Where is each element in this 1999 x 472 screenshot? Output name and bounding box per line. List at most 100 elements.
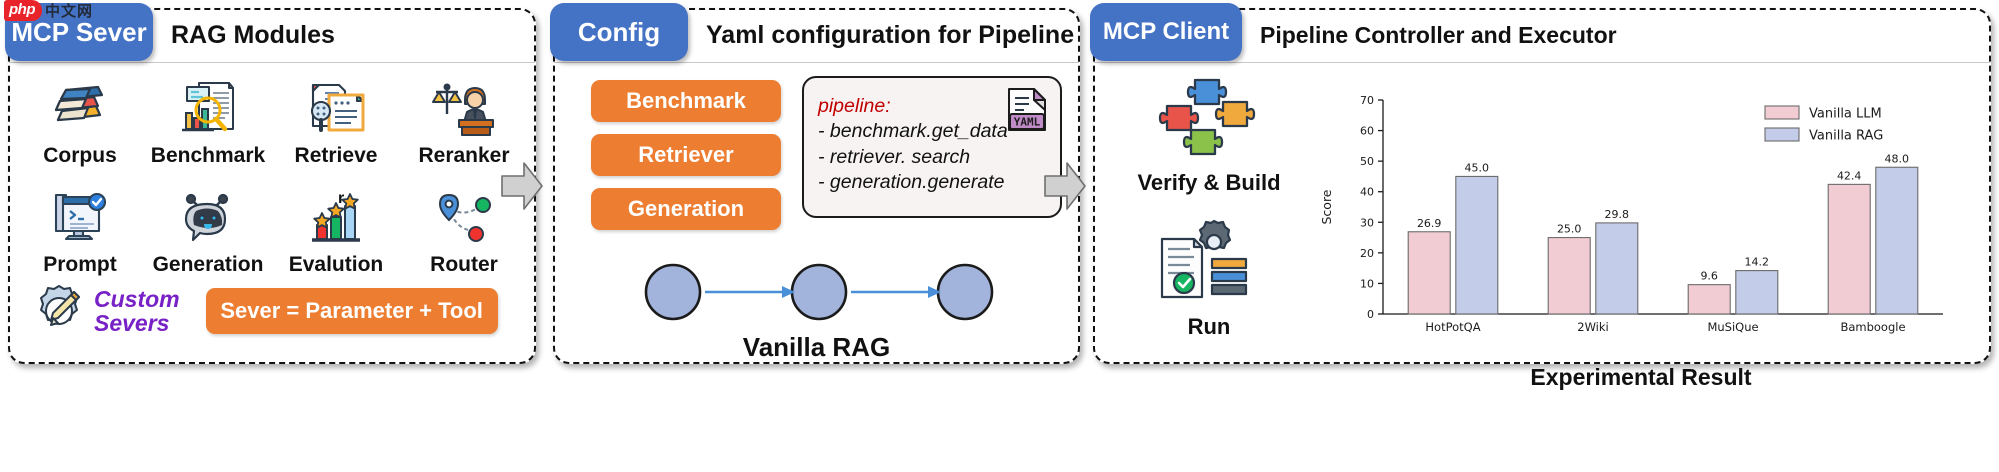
bar-MuSiQue-Vanilla RAG	[1735, 270, 1779, 315]
bar-2Wiki-Vanilla RAG	[1595, 222, 1639, 315]
client-step-label: Verify & Build	[1137, 170, 1281, 195]
bar-Bamboogle-Vanilla LLM	[1827, 183, 1871, 315]
judge-scales-icon	[431, 76, 497, 142]
terminal-check-icon	[50, 185, 110, 251]
tab-mcp-server[interactable]: MCP Sever	[5, 3, 153, 61]
yaml-config-card: YAML pipeline: - benchmark.get_data - re…	[802, 76, 1062, 218]
tab-config[interactable]: Config	[550, 3, 688, 61]
module-router[interactable]: Router	[400, 179, 528, 288]
svg-text:YAML: YAML	[1014, 116, 1041, 129]
sever-formula-pill: Sever = Parameter + Tool	[205, 288, 498, 334]
module-label: Corpus	[43, 144, 117, 167]
svg-text:MuSiQue: MuSiQue	[1707, 320, 1758, 334]
svg-text:30: 30	[1360, 216, 1374, 229]
yaml-file-icon: YAML	[1004, 86, 1050, 136]
flow-arrow-config-to-client	[1043, 160, 1087, 212]
panel-config-body: Benchmark Retriever Generation YAML	[555, 64, 1078, 362]
stage-pill-generation[interactable]: Generation	[591, 188, 781, 230]
module-generation[interactable]: Generation	[144, 179, 272, 288]
star-bars-icon: r	[305, 185, 367, 251]
module-label: Retrieve	[294, 144, 378, 167]
svg-text:20: 20	[1360, 247, 1374, 260]
vanilla-rag-flow-diagram	[555, 252, 1078, 332]
legend-swatch-Vanilla RAG	[1764, 127, 1800, 142]
panel-server-body: Corpus	[10, 64, 534, 362]
flow-node-2	[790, 263, 848, 321]
panel-server-title: RAG Modules	[171, 21, 335, 49]
legend-label-Vanilla RAG: Vanilla RAG	[1809, 129, 1883, 144]
client-step-label: Run	[1187, 314, 1231, 339]
bar-Bamboogle-Vanilla RAG	[1875, 166, 1919, 315]
module-corpus[interactable]: Corpus	[16, 70, 144, 179]
svg-text:25.0: 25.0	[1557, 223, 1582, 236]
custom-severs-line2: Severs	[94, 310, 170, 336]
flow-node-3	[936, 263, 994, 321]
svg-text:9.6: 9.6	[1700, 270, 1718, 283]
watermark: php 中文网	[4, 0, 93, 21]
chart-magnifier-icon	[177, 76, 239, 142]
module-label: Benchmark	[150, 144, 266, 167]
svg-text:40: 40	[1360, 186, 1374, 199]
yaml-line-1: - benchmark.get_data	[818, 120, 1008, 143]
svg-text:29.8: 29.8	[1605, 208, 1630, 221]
client-step-verify-build[interactable]: Verify & Build	[1109, 72, 1309, 196]
module-label: Reranker	[418, 144, 510, 167]
bar-HotPotQA-Vanilla RAG	[1455, 175, 1499, 315]
puzzle-pieces-icon	[1109, 72, 1309, 168]
gear-pencil-icon	[28, 280, 90, 342]
svg-text:14.2: 14.2	[1745, 256, 1770, 269]
module-evalution[interactable]: r Evalution	[272, 179, 400, 288]
pipeline-stage-list: Benchmark Retriever Generation	[591, 80, 781, 242]
yaml-line-3: - generation.generate	[818, 171, 1005, 194]
bar-HotPotQA-Vanilla LLM	[1407, 231, 1451, 315]
stage-pill-benchmark[interactable]: Benchmark	[591, 80, 781, 122]
vanilla-rag-label: Vanilla RAG	[742, 332, 891, 362]
yaml-line-2: - retriever. search	[818, 145, 971, 168]
module-label: Generation	[152, 253, 264, 276]
svg-text:26.9: 26.9	[1417, 217, 1442, 230]
watermark-text: 中文网	[45, 3, 94, 20]
client-step-run[interactable]: Run	[1109, 216, 1309, 340]
legend-swatch-Vanilla LLM	[1764, 105, 1800, 120]
panel-client-header: MCP Client Pipeline Controller and Execu…	[1090, 3, 1990, 63]
svg-text:HotPotQA: HotPotQA	[1425, 320, 1480, 334]
svg-text:42.4: 42.4	[1837, 169, 1862, 182]
route-nodes-icon	[433, 185, 495, 251]
svg-text:Score: Score	[1319, 189, 1334, 224]
svg-text:70: 70	[1360, 94, 1374, 107]
svg-text:60: 60	[1360, 125, 1374, 138]
legend-label-Vanilla LLM: Vanilla LLM	[1809, 107, 1882, 122]
yaml-key: pipeline:	[818, 95, 891, 117]
watermark-badge: php	[4, 0, 42, 21]
document-search-icon	[305, 76, 367, 142]
panel-client-body: Verify & Build	[1095, 64, 1989, 390]
module-reranker[interactable]: Reranker	[400, 70, 528, 179]
module-prompt[interactable]: Prompt	[16, 179, 144, 288]
stage-pill-retriever[interactable]: Retriever	[591, 134, 781, 176]
chart-caption: Experimental Result	[1530, 364, 1752, 390]
module-label: Prompt	[43, 253, 117, 276]
panel-config-title: Yaml configuration for Pipeline	[706, 21, 1075, 49]
custom-severs-label: Custom Severs	[94, 287, 180, 335]
flow-arrow-server-to-config	[500, 160, 544, 212]
svg-text:0: 0	[1367, 308, 1374, 321]
client-steps: Verify & Build	[1109, 66, 1309, 366]
tab-mcp-client[interactable]: MCP Client	[1090, 3, 1242, 61]
svg-text:50: 50	[1360, 155, 1374, 168]
panel-config: Config Yaml configuration for Pipeline B…	[550, 3, 1080, 364]
module-benchmark[interactable]: Benchmark	[144, 70, 272, 179]
panel-config-header: Config Yaml configuration for Pipeline	[550, 3, 1079, 63]
flow-node-1	[644, 263, 702, 321]
module-label: Router	[430, 253, 498, 276]
panel-mcp-server: MCP Sever RAG Modules	[5, 3, 536, 364]
chat-bot-icon	[178, 185, 238, 251]
custom-severs-line1: Custom	[94, 285, 180, 312]
gear-document-list-icon	[1109, 216, 1309, 312]
module-retrieve[interactable]: Retrieve	[272, 70, 400, 179]
module-label: Evalution	[288, 253, 384, 276]
bar-2Wiki-Vanilla LLM	[1547, 237, 1591, 315]
svg-text:48.0: 48.0	[1885, 152, 1910, 165]
